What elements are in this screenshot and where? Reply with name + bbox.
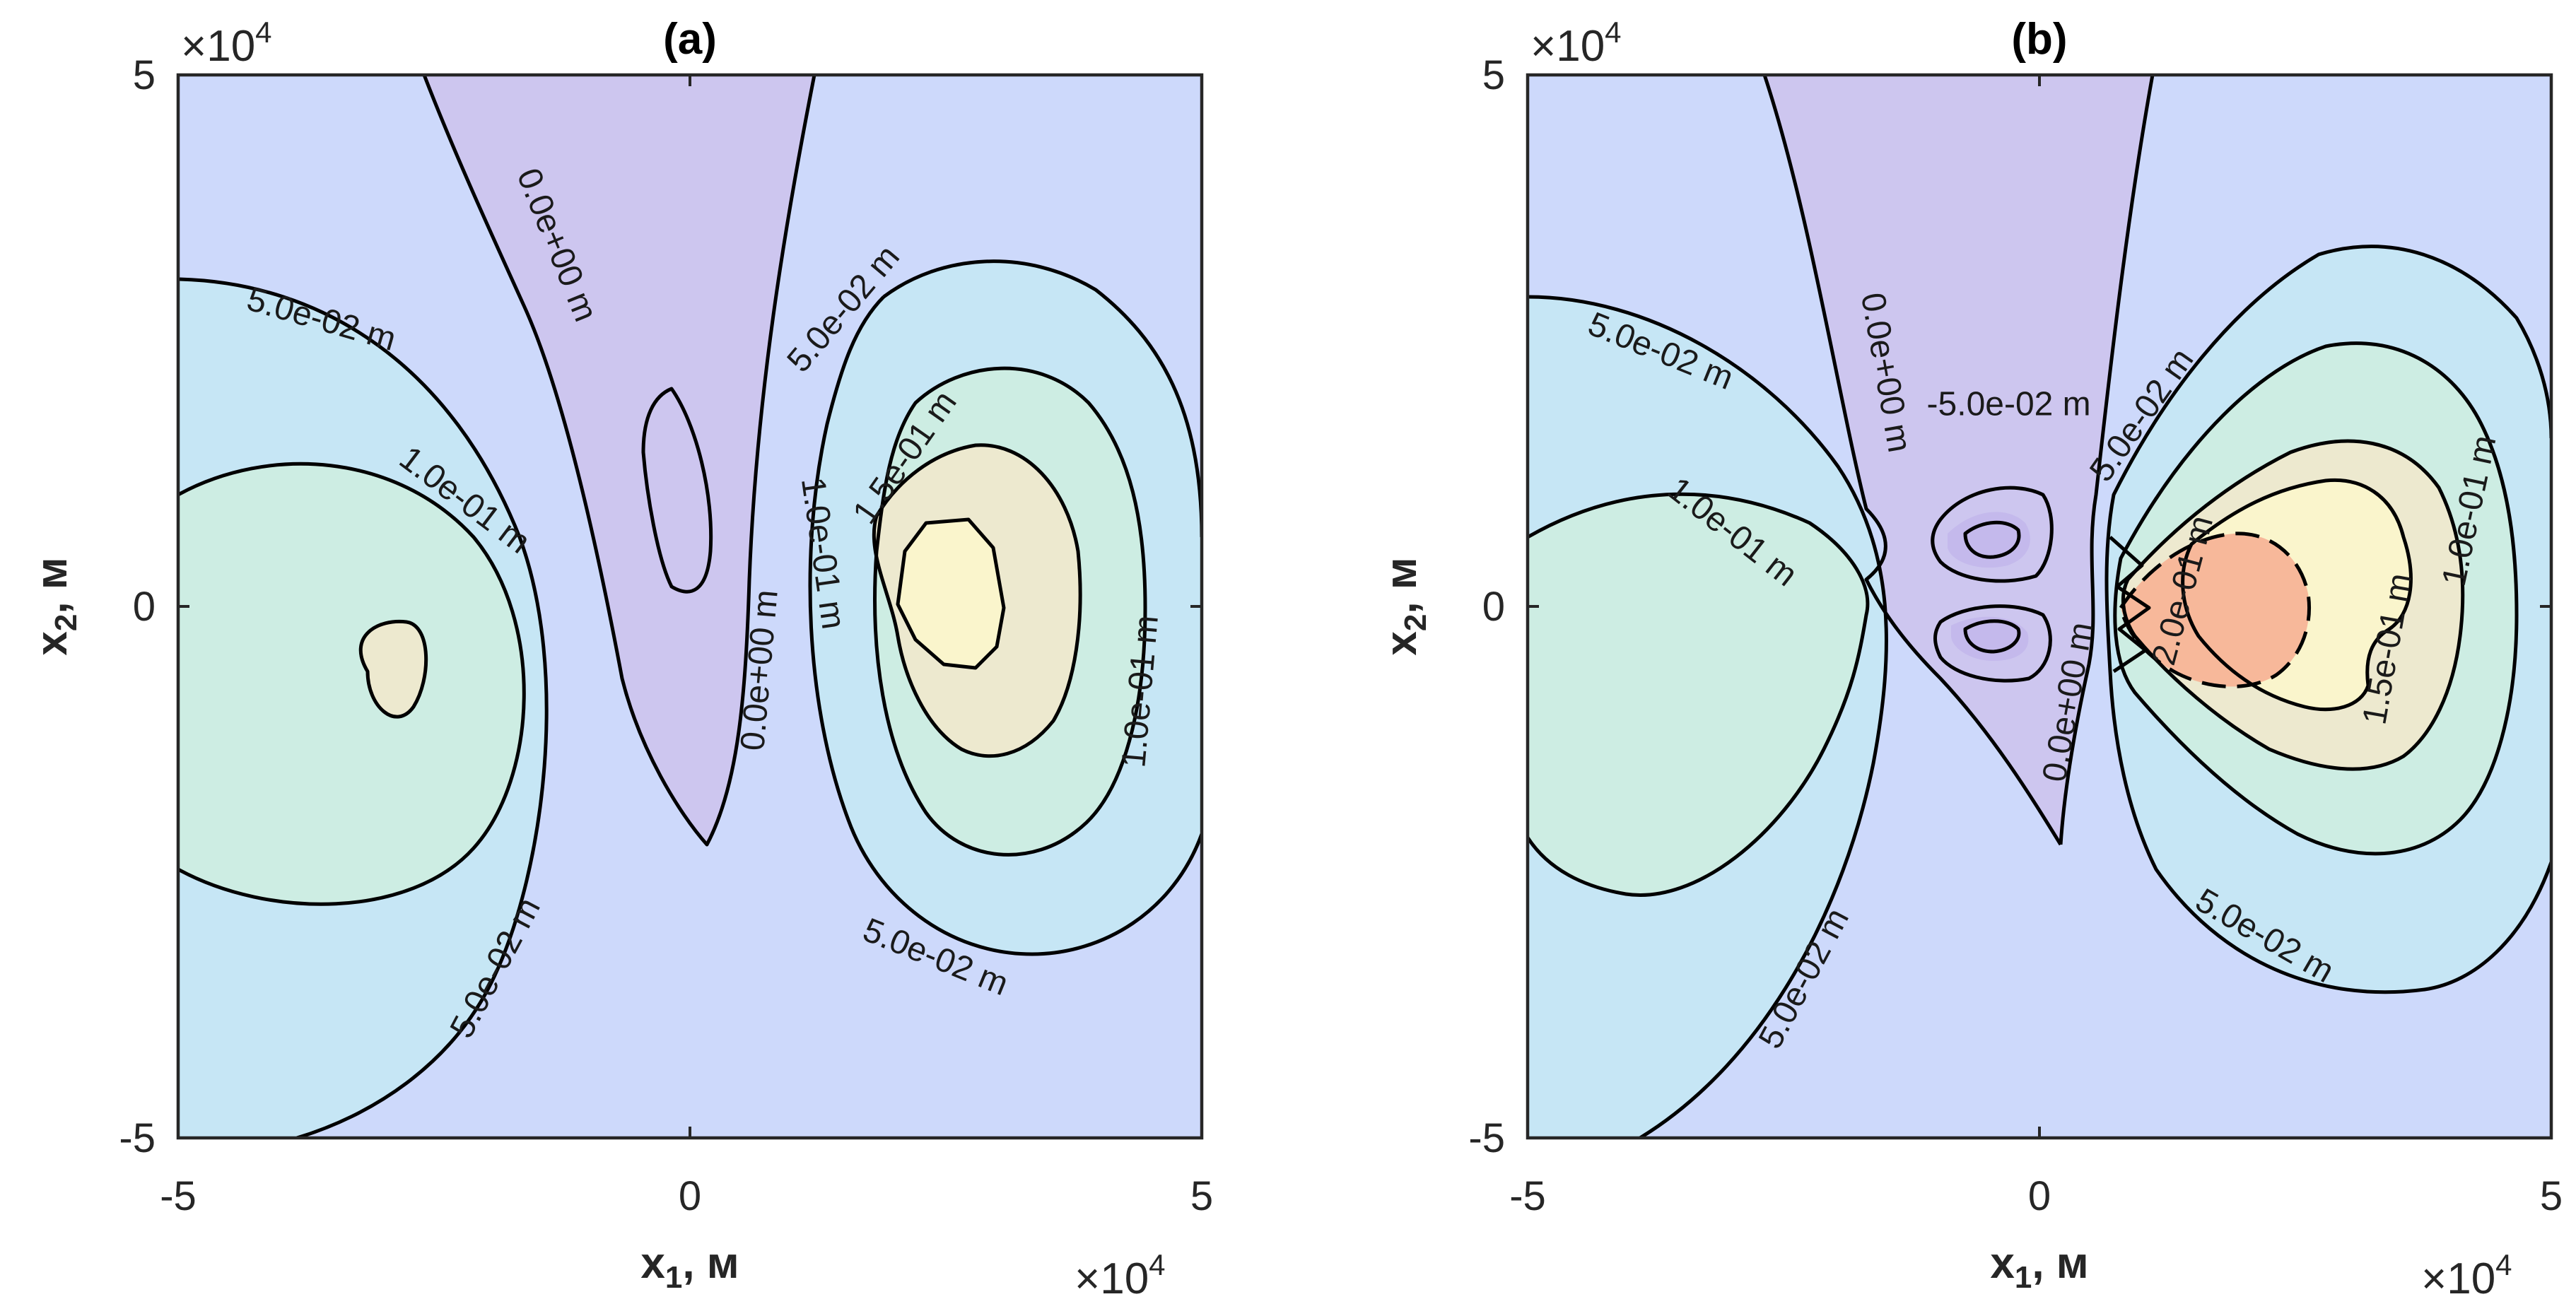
panel-b-xtick-right: 5 (2540, 1173, 2563, 1219)
panel-a-xlabel: x1, м (640, 1239, 739, 1295)
panel-a-filled-contours (178, 75, 1202, 1138)
panel-b-xtick-left: -5 (1509, 1173, 1546, 1219)
panel-a-x-multiplier: ×104 (1075, 1248, 1166, 1303)
panel-a-ytick-mid: 0 (133, 584, 156, 630)
panel-b-contour-right-005 (2104, 245, 2551, 994)
panel-a-ytick-bottom: -5 (119, 1115, 156, 1161)
panel-b-contour-lines (1528, 75, 2551, 1138)
panel-b-ylabel: x2, м (1377, 557, 1433, 655)
panel-b-ticks (1528, 75, 2551, 1138)
panel-b-contour-near-field (2109, 536, 2151, 674)
panel-a-contour-right-015 (872, 443, 1082, 758)
panel-b-contour-label-2: -5.0e-02 m (1927, 386, 2091, 423)
panel-b-x-multiplier: ×104 (2421, 1248, 2512, 1303)
panel-a-xtick-left: -5 (160, 1173, 197, 1219)
panel-b-xlabel: x1, м (1990, 1239, 2088, 1295)
panel-a-xtick-right: 5 (1190, 1173, 1213, 1219)
panel-a-fill-left-015 (361, 621, 426, 717)
panel-a-contour-right-peak (896, 517, 1006, 670)
panel-b-title: (b) (2011, 15, 2067, 64)
panel-b-contour-left-005 (1528, 295, 1888, 1138)
panel-b-contour-left-010 (1528, 492, 1870, 897)
panel-b-fill-left-010 (1528, 494, 1868, 895)
panel-b-contour-right-020 (2181, 478, 2413, 712)
panel-a-contour-lines (178, 75, 1202, 1138)
panel-b-fill-negative-wedge (1764, 75, 2153, 845)
panel-a-contour-right-010 (873, 366, 1147, 857)
panel-a-ticks (178, 75, 1202, 1138)
panel-b-contour-neg-lower-outer (1933, 604, 2052, 683)
panel-a-contour-zero-left (422, 75, 816, 847)
panel-a-ylabel: x2, м (28, 557, 83, 655)
panel-a-contour-left-015 (358, 619, 428, 719)
panel-b-ytick-mid: 0 (1482, 584, 1505, 630)
panel-a-fill-negative-wedge (424, 75, 814, 845)
panel-b-contour-neg-upper-outer (1931, 486, 2054, 583)
panel-b-ytick-bottom: -5 (1468, 1115, 1505, 1161)
panel-b-contour-neg-lower-inner (1963, 619, 2021, 654)
panel-a-title: (a) (663, 15, 717, 64)
panel-b-contour-right-015 (2121, 439, 2465, 771)
panel-a-fill-left-010 (178, 464, 525, 905)
panel-a-y-multiplier: ×104 (181, 16, 272, 71)
panel-b-y-multiplier: ×104 (1530, 16, 1622, 71)
panel-b-contour-right-peak (2119, 531, 2312, 688)
panel-a-xtick-mid: 0 (679, 1173, 701, 1219)
panel-b-filled-contours (1528, 75, 2551, 1138)
panel-b-fill-right-peak (2121, 533, 2309, 687)
panel-b-xtick-mid: 0 (2028, 1173, 2051, 1219)
panel-a-contour-zero-closed (641, 387, 713, 594)
panel-b-ytick-top: 5 (1482, 52, 1505, 98)
panel-a-contour-left-005 (178, 277, 549, 1138)
panel-a-contour-right-005 (808, 259, 1202, 956)
panel-a-contour-left-010 (178, 462, 526, 906)
panel-a-fill-right-peak (898, 519, 1004, 668)
panel-b-contour-right-010 (2113, 341, 2519, 856)
panel-b-contour-zero-right (2059, 75, 2155, 845)
panel-a-ytick-top: 5 (133, 52, 156, 98)
panel-b-contour-neg-upper-inner (1963, 520, 2021, 559)
